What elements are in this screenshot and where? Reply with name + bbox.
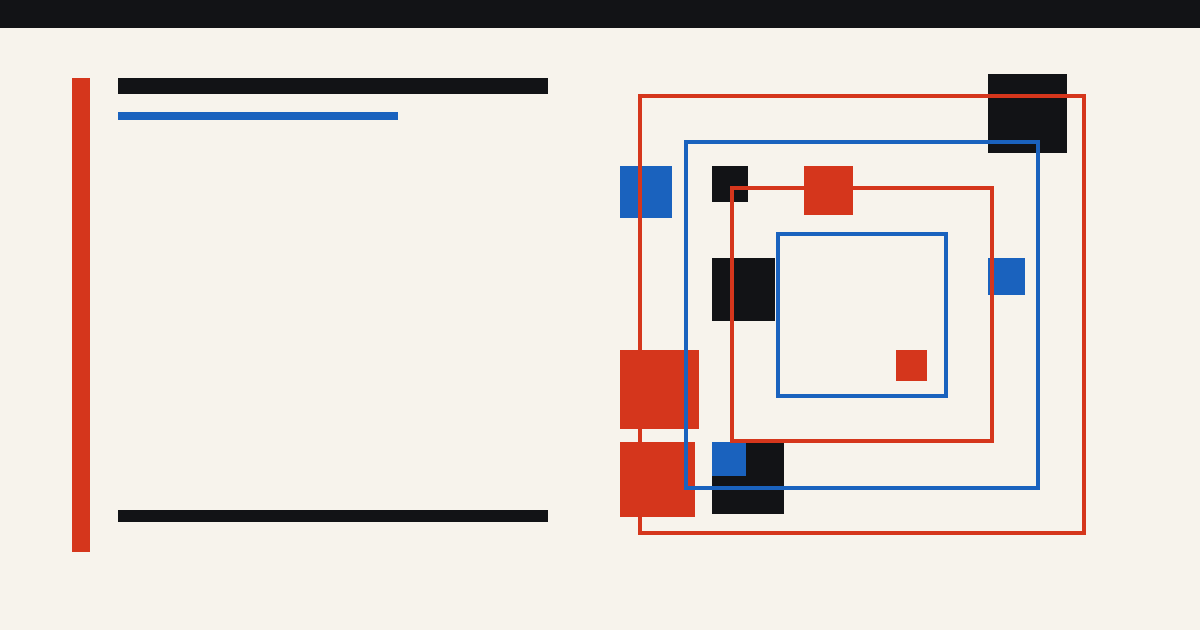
blue-square-bottom <box>712 442 746 476</box>
blue-square-left <box>620 166 672 218</box>
red-square-top <box>804 166 853 215</box>
top-bar <box>0 0 1200 28</box>
blue-square-right <box>988 258 1025 295</box>
subtitle-bar <box>118 112 398 120</box>
red-square-inner <box>896 350 927 381</box>
red-square-left-lower <box>620 442 695 517</box>
left-accent-bar <box>72 78 90 552</box>
outer-red-frame <box>638 94 1086 535</box>
black-square-top-right <box>988 74 1067 153</box>
second-blue-frame <box>684 140 1040 490</box>
third-red-frame <box>730 186 994 443</box>
footer-bar <box>118 510 548 522</box>
black-square-middle <box>712 258 775 321</box>
inner-blue-frame <box>776 232 948 398</box>
title-bar <box>118 78 548 94</box>
